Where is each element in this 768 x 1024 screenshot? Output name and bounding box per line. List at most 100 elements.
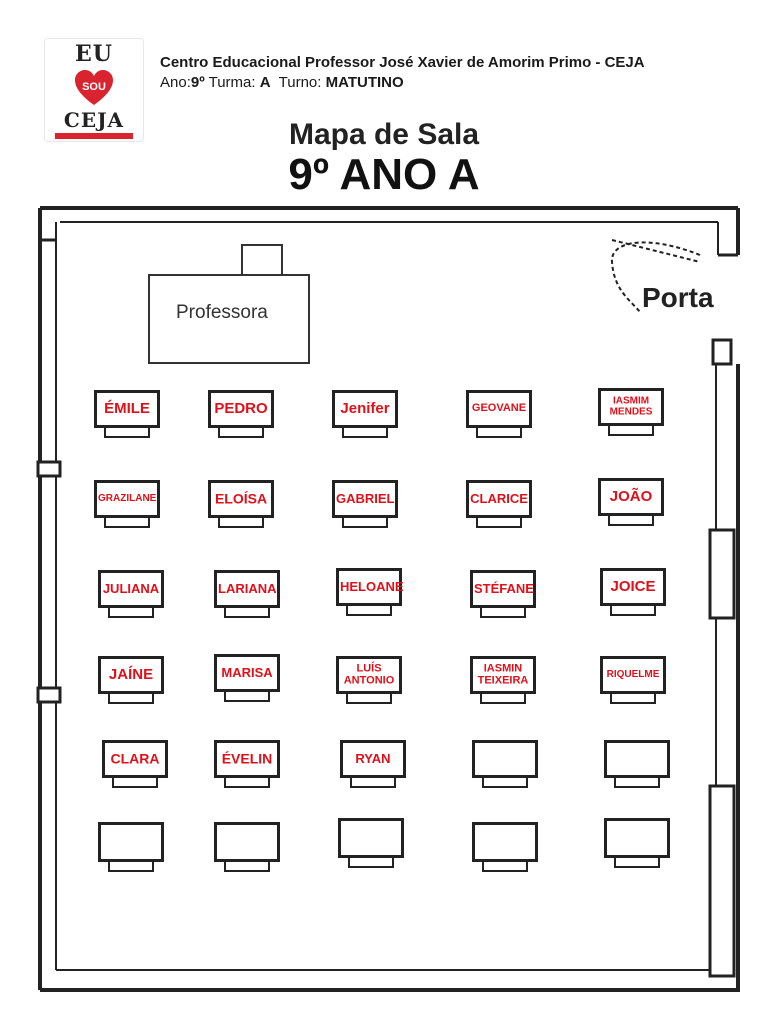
student-chair bbox=[218, 518, 264, 528]
student-name: RIQUELME bbox=[606, 668, 660, 680]
student-desk: IASMIM MENDES bbox=[598, 388, 664, 426]
page-subtitle: 9º ANO A bbox=[288, 150, 480, 199]
school-name: Centro Educacional Professor José Xavier… bbox=[160, 54, 645, 71]
student-chair bbox=[608, 516, 654, 526]
student-chair bbox=[608, 426, 654, 436]
student-desk: JAÍNE bbox=[98, 656, 164, 694]
student-name: JAÍNE bbox=[108, 666, 154, 684]
student-desk bbox=[98, 822, 164, 862]
student-name: CLARICE bbox=[470, 491, 528, 507]
student-desk: GABRIEL bbox=[332, 480, 398, 518]
teacher-desk-label: Professora bbox=[176, 302, 268, 323]
page-title: Mapa de Sala bbox=[288, 118, 480, 151]
student-name: GEOVANE bbox=[471, 402, 527, 415]
student-chair bbox=[218, 428, 264, 438]
logo-text-sou: SOU bbox=[82, 81, 106, 93]
student-chair bbox=[480, 694, 526, 704]
student-chair bbox=[108, 862, 154, 872]
logo-strip bbox=[55, 133, 133, 139]
student-desk: HELOANE bbox=[336, 568, 404, 606]
turno-value: MATUTINO bbox=[325, 74, 404, 91]
student-desk: MARISA bbox=[214, 654, 280, 692]
student-chair bbox=[224, 608, 270, 618]
turno-label: Turno: bbox=[278, 74, 322, 91]
student-name: ÉVELIN bbox=[221, 750, 273, 767]
student-desk bbox=[472, 740, 538, 778]
heart-icon bbox=[75, 70, 113, 105]
student-chair bbox=[108, 694, 154, 704]
student-name: ELOÍSA bbox=[214, 490, 268, 507]
student-chair bbox=[610, 694, 656, 704]
student-name: JOÃO bbox=[609, 488, 653, 506]
teacher-chair bbox=[241, 244, 283, 276]
student-desk bbox=[214, 822, 280, 862]
student-name: CLARA bbox=[110, 750, 160, 767]
student-chair bbox=[476, 428, 522, 438]
student-chair bbox=[112, 778, 158, 788]
student-name: GRAZILANE bbox=[98, 492, 157, 504]
student-name: LARIANA bbox=[218, 581, 277, 597]
student-chair bbox=[346, 694, 392, 704]
student-chair bbox=[482, 862, 528, 872]
student-name: MARISA bbox=[221, 665, 273, 681]
student-desk: ÉVELIN bbox=[214, 740, 280, 778]
student-desk bbox=[604, 818, 670, 858]
student-name: JOICE bbox=[610, 578, 656, 596]
student-chair bbox=[480, 608, 526, 618]
student-chair bbox=[108, 608, 154, 618]
turma-value: A bbox=[259, 74, 271, 91]
student-chair bbox=[224, 862, 270, 872]
student-chair bbox=[224, 778, 270, 788]
student-chair bbox=[224, 692, 270, 702]
student-desk: CLARICE bbox=[466, 480, 532, 518]
student-chair bbox=[610, 606, 656, 616]
student-name: IASMIM MENDES bbox=[609, 395, 653, 417]
student-desk: STÉFANE bbox=[470, 570, 536, 608]
student-chair bbox=[342, 518, 388, 528]
class-info: Ano:9º Turma: A Turno: MATUTINO bbox=[160, 74, 404, 91]
student-desk: JOICE bbox=[600, 568, 666, 606]
logo-text-eu: EU bbox=[75, 41, 113, 67]
student-desk: Jenifer bbox=[332, 390, 398, 428]
student-name: PEDRO bbox=[214, 400, 268, 418]
student-desk: ELOÍSA bbox=[208, 480, 274, 518]
student-chair bbox=[104, 428, 150, 438]
student-desk: ÉMILE bbox=[94, 390, 160, 428]
student-name: IASMIN TEIXEIRA bbox=[477, 662, 529, 686]
student-desk: JOÃO bbox=[598, 478, 664, 516]
turma-label: Turma: bbox=[208, 74, 256, 91]
student-desk: RIQUELME bbox=[600, 656, 666, 694]
student-chair bbox=[482, 778, 528, 788]
student-chair bbox=[104, 518, 150, 528]
student-chair bbox=[350, 778, 396, 788]
student-name: RYAN bbox=[355, 751, 391, 767]
student-desk: GEOVANE bbox=[466, 390, 532, 428]
student-chair bbox=[476, 518, 522, 528]
logo-text-ceja: CEJA bbox=[63, 108, 125, 132]
student-desk: RYAN bbox=[340, 740, 406, 778]
student-desk: IASMIN TEIXEIRA bbox=[470, 656, 536, 694]
student-desk: JULIANA bbox=[98, 570, 164, 608]
student-desk bbox=[604, 740, 670, 778]
student-desk: GRAZILANE bbox=[94, 480, 160, 518]
ano-value: 9º bbox=[190, 74, 205, 91]
student-chair bbox=[614, 778, 660, 788]
ano-label: Ano: bbox=[160, 74, 191, 91]
student-chair bbox=[614, 858, 660, 868]
student-chair bbox=[346, 606, 392, 616]
student-chair bbox=[342, 428, 388, 438]
student-name: HELOANE bbox=[340, 579, 404, 595]
student-name: Jenifer bbox=[340, 400, 390, 418]
student-chair bbox=[348, 858, 394, 868]
student-name: JULIANA bbox=[102, 581, 160, 597]
school-logo: EU SOU CEJA bbox=[44, 38, 144, 142]
teacher-desk: Professora bbox=[148, 274, 310, 364]
door-label: Porta bbox=[642, 282, 714, 313]
student-desk bbox=[338, 818, 404, 858]
student-desk: LARIANA bbox=[214, 570, 280, 608]
student-name: STÉFANE bbox=[474, 581, 534, 597]
student-desk: CLARA bbox=[102, 740, 168, 778]
student-name: LUÍS ANTONIO bbox=[343, 662, 395, 686]
student-desk: LUÍS ANTONIO bbox=[336, 656, 402, 694]
student-name: GABRIEL bbox=[336, 491, 395, 507]
